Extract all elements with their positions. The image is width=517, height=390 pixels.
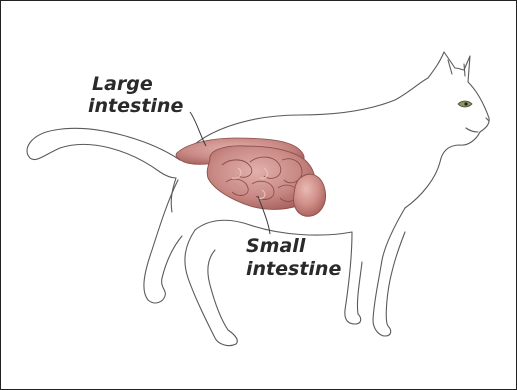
- cat-belly: [195, 220, 352, 235]
- cat-hind-leg-back: [144, 180, 182, 303]
- cat-rump: [171, 178, 176, 212]
- large-intestine-leader: [190, 112, 206, 146]
- cat-tail: [27, 128, 180, 178]
- cat-nose: [466, 118, 489, 132]
- stomach-organ: [293, 174, 325, 216]
- cat-pupil: [464, 102, 467, 105]
- cat-front-leg-back: [345, 232, 362, 324]
- small-intestine-label-line2: intestine: [246, 258, 341, 280]
- large-intestine-label-line2: intestine: [88, 95, 183, 117]
- large-intestine-label-line1: Large: [92, 73, 153, 95]
- cat-front-legs: [373, 208, 405, 336]
- small-intestine-label-line1: Small: [246, 235, 306, 257]
- cat-hind-leg-front: [185, 230, 237, 346]
